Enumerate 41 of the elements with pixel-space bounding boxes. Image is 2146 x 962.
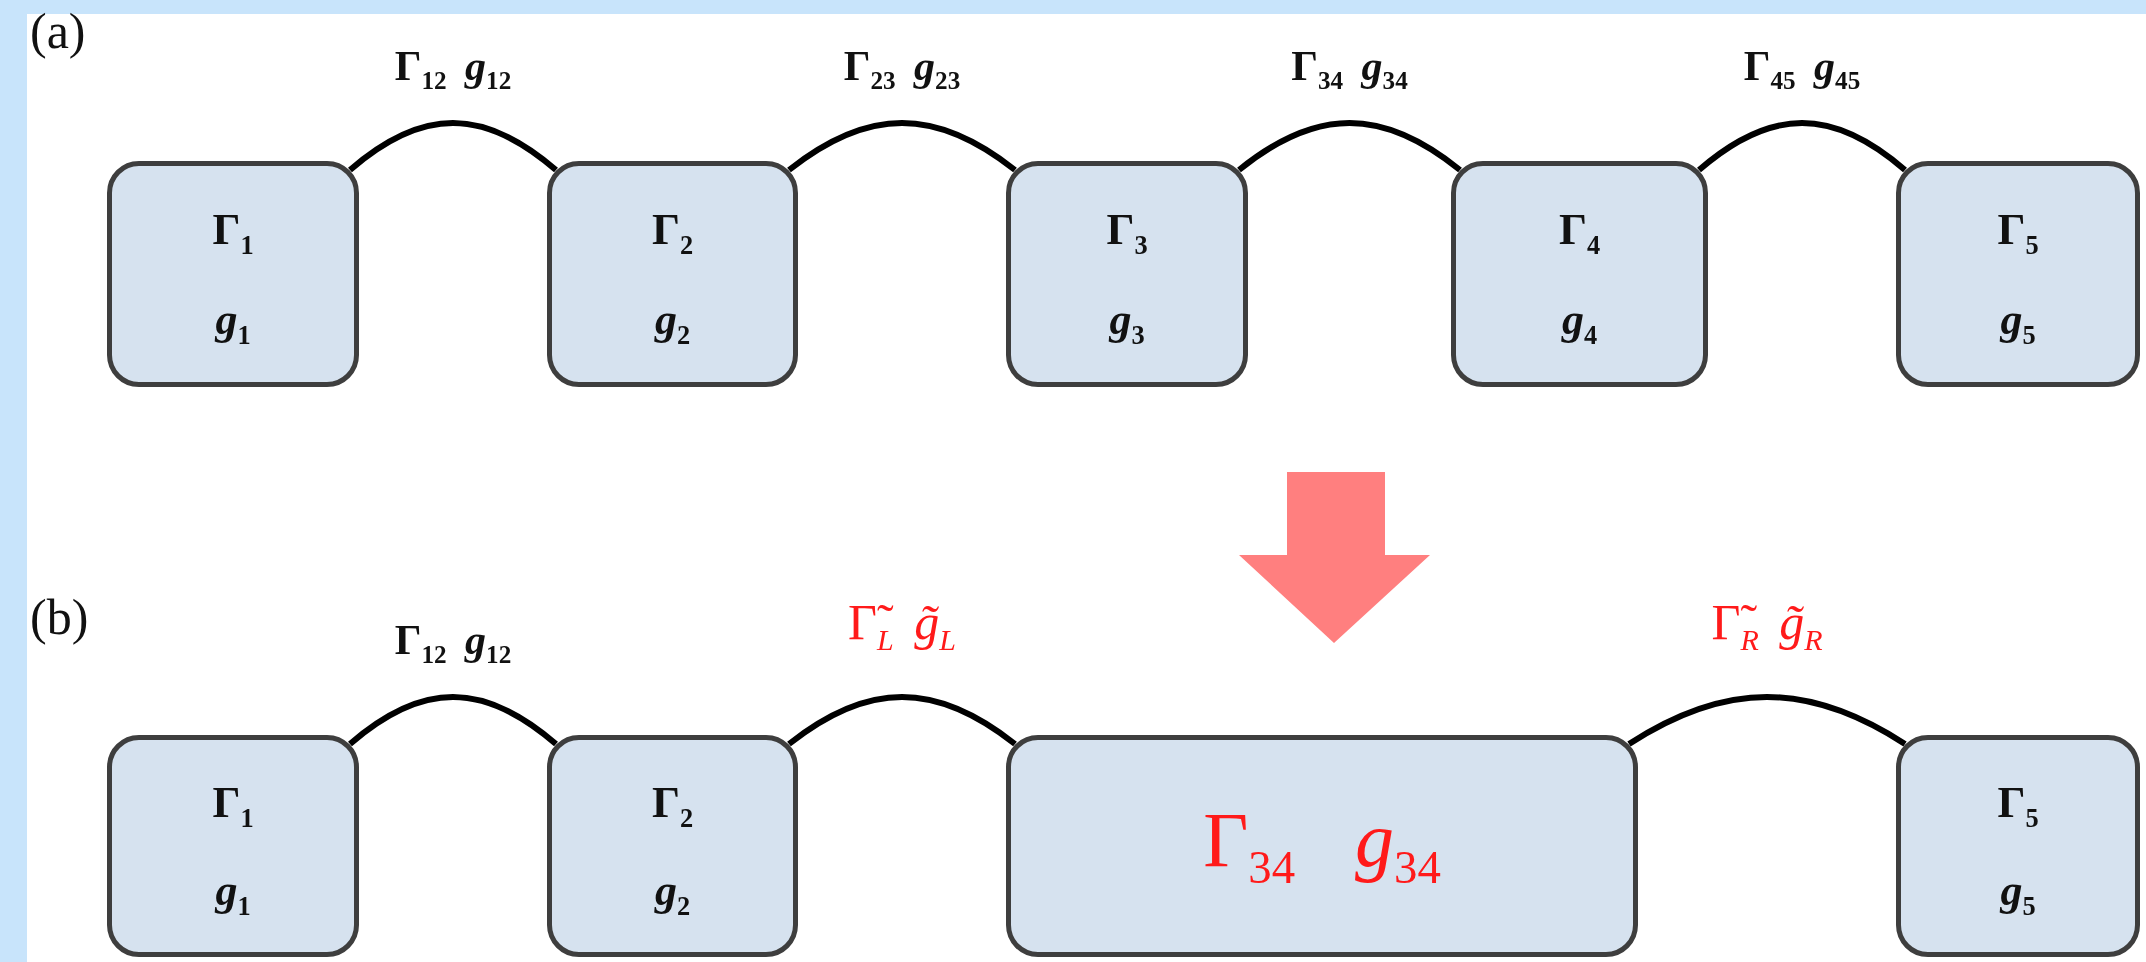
node-box xyxy=(1896,735,2140,957)
connector-line xyxy=(348,120,558,173)
node-label: g$_{5}$ xyxy=(2000,297,2036,349)
node-box xyxy=(1451,161,1708,387)
node-box xyxy=(1896,161,2140,387)
node-box xyxy=(547,161,798,387)
node-label: g$_{1}$ xyxy=(215,297,251,349)
edge-label: Γ$_{12}$ g$_{12}$ xyxy=(394,45,512,94)
node-label: Γ$_{5}$ xyxy=(1997,780,2039,832)
edge-label: Γ$_{12}$ g$_{12}$ xyxy=(394,619,512,668)
node-label: Γ$_{4}$ xyxy=(1558,207,1601,259)
node-label: Γ$_{34}$ xyxy=(1203,801,1296,891)
node-label: Γ$_{5}$ xyxy=(1997,207,2039,259)
node-label: Γ$_{2}$ xyxy=(651,780,694,832)
edge-label: Γ$_{23}$ g$_{23}$ xyxy=(843,45,961,94)
node-box xyxy=(107,735,359,957)
edge-label: Γ̃$_{L}$ g̃$_{L}$ xyxy=(848,597,956,655)
edge-label: Γ$_{45}$ g$_{45}$ xyxy=(1743,45,1861,94)
connector-line xyxy=(787,694,1017,747)
node-label: g$_{1}$ xyxy=(215,868,251,920)
connector-line xyxy=(1697,120,1907,173)
connector-line xyxy=(1237,120,1462,173)
node-box xyxy=(547,735,798,957)
node-box xyxy=(1006,735,1638,957)
node-box xyxy=(1006,161,1248,387)
connector-line xyxy=(787,120,1017,173)
node-label: g$_{34}$ xyxy=(1355,801,1441,891)
node-label: g$_{2}$ xyxy=(654,297,691,349)
node-label: Γ$_{3}$ xyxy=(1106,207,1148,259)
node-label: Γ$_{1}$ xyxy=(212,207,254,259)
node-label: g$_{4}$ xyxy=(1561,297,1598,349)
edge-label: Γ̃$_{R}$ g̃$_{R}$ xyxy=(1711,597,1823,655)
edge-label: Γ$_{34}$ g$_{34}$ xyxy=(1291,45,1408,94)
node-label: g$_{3}$ xyxy=(1109,297,1145,349)
node-box xyxy=(107,161,359,387)
node-label: g$_{5}$ xyxy=(2000,868,2036,920)
connector-line xyxy=(348,694,558,747)
connector-line xyxy=(1627,694,1907,747)
node-label: g$_{2}$ xyxy=(654,868,691,920)
node-label: Γ$_{1}$ xyxy=(212,780,254,832)
node-label: Γ$_{2}$ xyxy=(651,207,694,259)
